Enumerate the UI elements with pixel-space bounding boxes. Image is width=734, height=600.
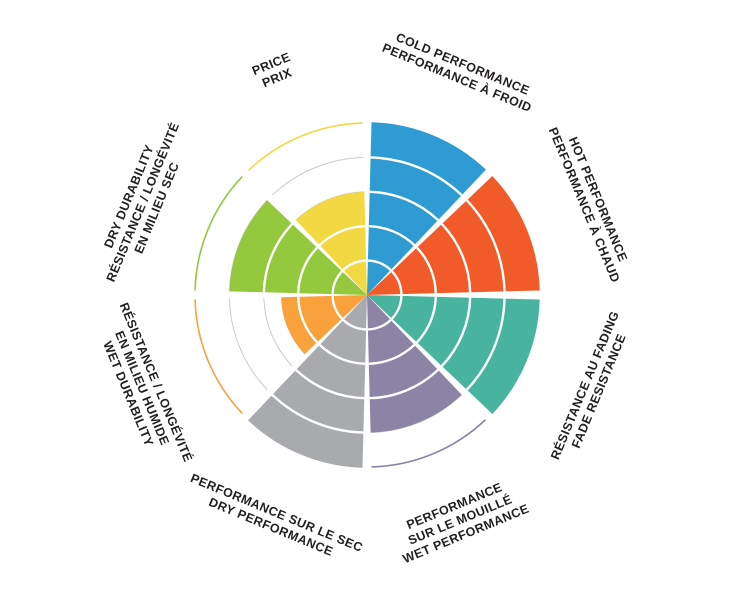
ring-separator (295, 368, 365, 400)
ring-separator (368, 225, 416, 246)
gridline-arc (228, 298, 268, 391)
ring-separator (342, 259, 367, 271)
wet-performance-wedge (367, 295, 462, 433)
ring-separator (297, 246, 318, 294)
dry-durability-outer-arc (194, 176, 243, 291)
sector-price: PRICEPRIX (248, 50, 367, 295)
ring-separator (367, 319, 392, 331)
dry-performance-label: PERFORMANCE SUR LE SECDRY PERFORMANCE (183, 471, 365, 569)
ring-separator (416, 296, 437, 344)
ring-separator (318, 344, 366, 365)
label-line: PERFORMANCE SUR LE SEC (188, 471, 364, 555)
ring-separator (271, 393, 364, 434)
ring-separator (370, 156, 463, 197)
price-outer-arc (248, 122, 363, 171)
dry-durability-wedge (229, 200, 367, 295)
wet-durability-label: RÉSISTANCE / LONGÉVITÉEN MILIEU HUMIDEWE… (89, 300, 196, 475)
hot-performance-label: HOT PERFORMANCEPERFORMANCE À CHAUD (546, 120, 637, 285)
ring-separator (440, 297, 472, 367)
gridline-arc (271, 156, 364, 196)
ring-separator (465, 199, 506, 292)
ring-separator (331, 270, 343, 295)
ring-separator (297, 296, 318, 344)
wet-performance-label: PERFORMANCESUR LE MOUILLÉWET PERFORMANCE (389, 474, 531, 566)
wet-durability-wedge (281, 295, 367, 355)
ring-separator (391, 295, 403, 320)
fade-resistance-label: RÉSISTANCE AU FADINGFADE RESISTANCE (547, 309, 636, 468)
ring-separator (416, 246, 437, 294)
ring-separator (342, 319, 367, 331)
wet-durability-outer-arc (194, 299, 243, 414)
ring-separator (318, 225, 366, 246)
price-label: PRICEPRIX (250, 50, 298, 92)
cold-performance-label: COLD PERFORMANCEPERFORMANCE À FROID (380, 27, 539, 115)
dry-durability-label: DRY DURABILITYRÉSISTANCE / LONGÉVITÉEN M… (90, 115, 196, 290)
sector-dry-performance: PERFORMANCE SUR LE SECDRY PERFORMANCE (183, 295, 367, 569)
ring-separator (367, 259, 392, 271)
price-wedge (295, 191, 367, 295)
ring-separator (368, 344, 416, 365)
ring-separator (369, 368, 439, 400)
ring-separator (440, 223, 472, 293)
ring-separator (369, 190, 439, 222)
wet-performance-outer-arc (371, 419, 486, 468)
ring-separator (331, 295, 343, 320)
ring-separator (262, 223, 294, 293)
ring-separator (391, 270, 403, 295)
gridline-arc (263, 297, 293, 367)
ring-separator (465, 298, 506, 391)
